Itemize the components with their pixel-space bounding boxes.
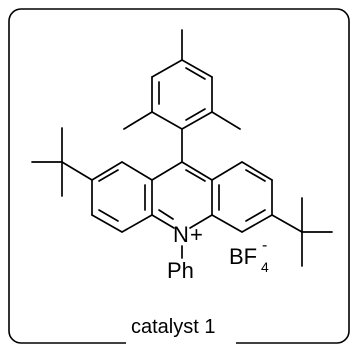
bond [151, 111, 183, 130]
bond [181, 59, 213, 78]
caption-label: catalyst 1 [131, 316, 215, 338]
double-bond-inner [158, 209, 174, 220]
methyl-left [123, 111, 153, 130]
double-bond-inner [98, 209, 119, 222]
bond [181, 161, 213, 181]
counterion-charge: - [262, 237, 267, 254]
bond [181, 111, 213, 130]
double-bond-inner [98, 169, 119, 182]
mesityl-group [123, 29, 241, 130]
counterion: BF 4 - [229, 237, 269, 275]
methyl-right [211, 111, 241, 130]
bond [211, 161, 243, 181]
bond [241, 214, 273, 233]
counterion-subscript: 4 [261, 259, 269, 275]
phenyl-label: Ph [167, 258, 194, 283]
bond [271, 214, 303, 233]
double-bond-inner [245, 209, 266, 222]
tert-butyl-left [31, 127, 93, 197]
double-bond-inner [245, 169, 266, 182]
bond [91, 214, 123, 233]
central-ring [151, 161, 213, 229]
bond [211, 214, 243, 233]
double-bond-inner [185, 169, 206, 182]
bond [189, 214, 213, 229]
positive-charge-label: + [190, 222, 203, 247]
bond [151, 214, 175, 229]
nitrogen-label: N [173, 222, 189, 247]
bond [121, 214, 153, 233]
double-bond-inner [185, 67, 206, 80]
bond [121, 161, 153, 181]
caption-mask [126, 330, 236, 347]
tert-butyl-right [271, 197, 333, 267]
bond [91, 161, 123, 181]
bond [241, 161, 273, 181]
bond [151, 59, 183, 78]
figure-frame [8, 8, 350, 344]
double-bond-inner [185, 108, 206, 121]
right-ring [211, 161, 273, 233]
bond [151, 161, 183, 181]
bond [61, 161, 93, 181]
counterion-main: BF [229, 244, 257, 269]
left-ring [91, 161, 153, 233]
